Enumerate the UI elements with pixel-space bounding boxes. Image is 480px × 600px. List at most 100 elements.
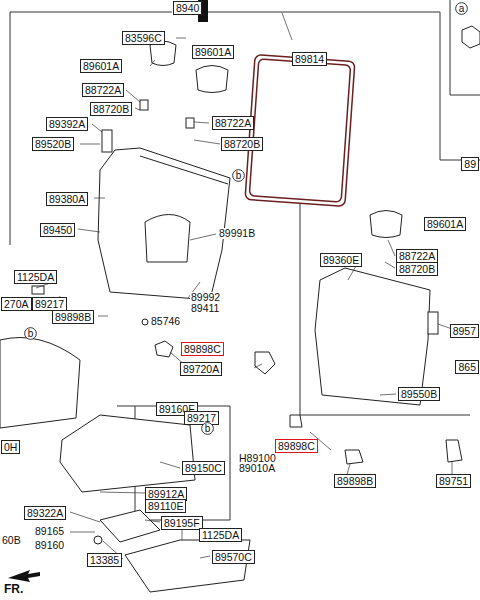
part-number: a bbox=[459, 3, 465, 14]
part-number: 89360E bbox=[323, 254, 359, 266]
part-number-box: 83596C bbox=[122, 31, 165, 45]
callout-circle: b bbox=[201, 422, 214, 435]
hinge bbox=[255, 352, 275, 374]
label-text: 89411 bbox=[191, 302, 219, 314]
panel bbox=[245, 55, 355, 207]
part-number-box: 89570C bbox=[212, 550, 255, 564]
assembly-frame bbox=[300, 170, 470, 415]
callout-number: 89165 bbox=[34, 526, 65, 537]
part-number: 1125DA bbox=[17, 271, 54, 283]
callout-number: 85746 bbox=[150, 316, 181, 327]
part-number: 83596C bbox=[125, 32, 162, 44]
detail-frame bbox=[450, 0, 480, 95]
part-number-box: 89814 bbox=[292, 52, 327, 66]
hinge bbox=[345, 450, 363, 464]
part-number-box: 88722A bbox=[396, 249, 438, 263]
seatback bbox=[315, 268, 430, 405]
callout-number: 60B bbox=[1, 535, 22, 546]
part-number: 89898B bbox=[55, 311, 91, 323]
part-number: 89195F bbox=[164, 517, 200, 529]
headrest bbox=[370, 211, 402, 238]
cushion bbox=[0, 338, 80, 429]
bracket bbox=[100, 510, 160, 542]
part-number-box: 89360E bbox=[320, 253, 362, 267]
part-number: 89898B bbox=[337, 475, 373, 487]
part-number: 0H bbox=[4, 441, 17, 453]
part-number-box: 88720B bbox=[396, 262, 438, 276]
front-arrow bbox=[8, 570, 40, 582]
part-number-box: 89898B bbox=[52, 310, 94, 324]
part-number-box: 89751 bbox=[436, 474, 471, 488]
part-number: 88722A bbox=[215, 117, 251, 129]
callout-circle: b bbox=[232, 169, 245, 182]
part-number-box: 89720A bbox=[180, 362, 222, 376]
part-number-box: 89450 bbox=[40, 223, 75, 237]
cushion-cover bbox=[125, 540, 250, 592]
label-text: 89165 bbox=[35, 525, 64, 537]
armrest bbox=[145, 215, 190, 263]
clip bbox=[142, 319, 148, 325]
part-number: 89450 bbox=[43, 224, 72, 236]
label-text: 85746 bbox=[151, 315, 180, 327]
part-number: 89550B bbox=[401, 388, 437, 400]
part-number-box: 89 bbox=[461, 157, 479, 171]
part-number: 89 bbox=[464, 158, 476, 170]
part-number: 89217 bbox=[35, 298, 64, 310]
part-number-box: 0H bbox=[1, 440, 20, 454]
part-number-box: 89150C bbox=[182, 461, 225, 475]
part-number-box: 865 bbox=[455, 360, 479, 374]
part-number-box: 1125DA bbox=[199, 528, 242, 542]
part-number: b bbox=[236, 170, 242, 181]
part-number-box: 89217 bbox=[32, 297, 67, 311]
cushion bbox=[60, 415, 195, 492]
part-number: 88722A bbox=[85, 84, 121, 96]
part-number-box: 89110E bbox=[145, 499, 186, 513]
part-number: 89720A bbox=[183, 363, 219, 375]
part-number-box: 89898C bbox=[181, 342, 224, 356]
part-number: 89150C bbox=[185, 462, 222, 474]
part-number-box: 88722A bbox=[212, 116, 254, 130]
part-number: 8940 bbox=[176, 2, 199, 14]
part-number: 89898C bbox=[184, 343, 221, 355]
part-number-box: 89217 bbox=[184, 411, 219, 425]
part-number: 89392A bbox=[49, 118, 85, 130]
part-number-box: 89601A bbox=[424, 217, 466, 231]
part-number-box: 89601A bbox=[80, 59, 122, 73]
part-number: 89380A bbox=[49, 193, 85, 205]
label-text: 60B bbox=[2, 534, 21, 546]
part-number: 88720B bbox=[399, 263, 435, 275]
hook bbox=[155, 341, 173, 357]
label-text: 89160 bbox=[35, 539, 64, 551]
part-number: 89110E bbox=[148, 500, 183, 512]
part-number-box: 1125DA bbox=[14, 270, 57, 284]
part-number-box: 89392A bbox=[46, 117, 88, 131]
part-number-box: 8957 bbox=[450, 324, 479, 338]
part-number-box: 89380A bbox=[46, 192, 88, 206]
callout-circle: b bbox=[24, 327, 37, 340]
callout-number: 89160 bbox=[34, 540, 65, 551]
seatback-seam bbox=[140, 156, 228, 184]
part-number-box: 89601A bbox=[192, 45, 234, 59]
part-number-box: 8940 bbox=[173, 1, 202, 15]
part-number: 88720B bbox=[93, 103, 129, 115]
part-number-box: 89898B bbox=[334, 474, 376, 488]
part-number: 89520B bbox=[35, 138, 71, 150]
label-text: FR. bbox=[4, 582, 23, 596]
callout-number: 89992 bbox=[190, 292, 221, 303]
part-number: b bbox=[205, 423, 211, 434]
part-number-box: 13385 bbox=[87, 553, 122, 567]
headrest bbox=[196, 66, 228, 93]
part-number: 13385 bbox=[90, 554, 119, 566]
part-number: 88722A bbox=[399, 250, 435, 262]
part-number: 8957 bbox=[453, 325, 476, 337]
clip bbox=[94, 536, 102, 544]
callout-number: 89411 bbox=[190, 303, 220, 314]
label-text: 89991B bbox=[219, 227, 255, 239]
part-number: 89601A bbox=[195, 46, 231, 58]
part-number: 865 bbox=[458, 361, 476, 373]
part-number: 89751 bbox=[439, 475, 468, 487]
part-number-box: 88720B bbox=[221, 137, 263, 151]
part-number: 89898C bbox=[278, 440, 315, 452]
label-text: 89992 bbox=[191, 291, 220, 303]
